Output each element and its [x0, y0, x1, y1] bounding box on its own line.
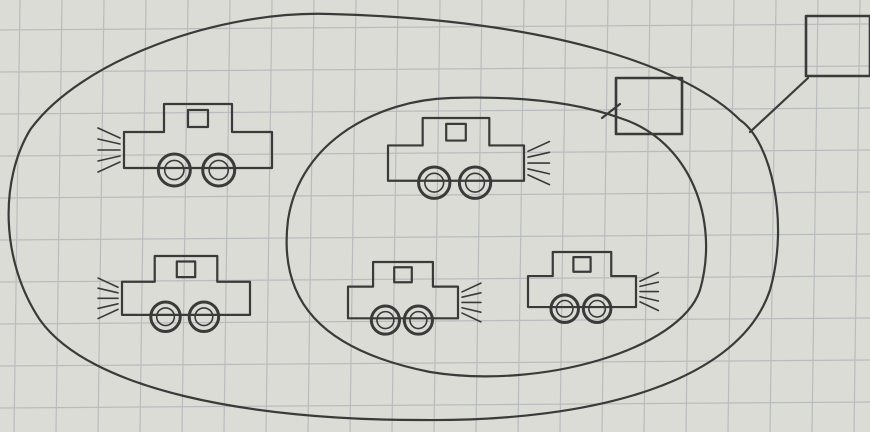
motion-line — [640, 297, 658, 301]
outer-label-connector — [750, 78, 808, 132]
car-body — [528, 252, 636, 307]
car-body — [388, 118, 524, 181]
car-window — [573, 257, 590, 272]
car-inner-right — [528, 252, 658, 323]
motion-line — [640, 302, 658, 311]
car-wheel — [189, 302, 218, 331]
car-window — [446, 124, 466, 141]
motion-line — [98, 304, 118, 309]
car-body — [348, 262, 458, 318]
motion-line — [640, 282, 658, 286]
motion-line — [528, 175, 549, 185]
motion-line — [98, 288, 118, 293]
motion-line — [528, 142, 549, 152]
car-wheel — [151, 302, 180, 331]
car-wheel-hub — [556, 301, 573, 318]
car-wheel — [371, 306, 399, 334]
car-wheel — [404, 306, 432, 334]
car-wheel — [583, 295, 611, 323]
motion-line — [98, 278, 118, 287]
car-window — [177, 262, 195, 278]
car-wheel-hub — [377, 312, 394, 329]
car-wheel-hub — [425, 173, 444, 192]
car-wheel — [419, 167, 450, 198]
car-wheel — [459, 167, 490, 198]
car-wheel-hub — [410, 312, 427, 329]
car-outer-bottom — [98, 256, 250, 331]
car-wheel — [551, 295, 579, 323]
car-wheel-hub — [209, 160, 228, 179]
car-wheel-hub — [466, 173, 485, 192]
car-wheel — [203, 154, 235, 186]
car-wheel-hub — [165, 160, 184, 179]
motion-line — [528, 152, 549, 157]
motion-line — [98, 139, 120, 144]
motion-line — [528, 169, 549, 174]
car-body — [124, 104, 272, 168]
motion-line — [98, 309, 118, 318]
car-inner-top — [388, 118, 549, 198]
car-window — [394, 267, 412, 282]
outer-set-label-box — [806, 16, 870, 76]
motion-line — [98, 128, 120, 138]
car-wheel-hub — [589, 301, 606, 318]
car-inner-bottom — [348, 262, 481, 334]
